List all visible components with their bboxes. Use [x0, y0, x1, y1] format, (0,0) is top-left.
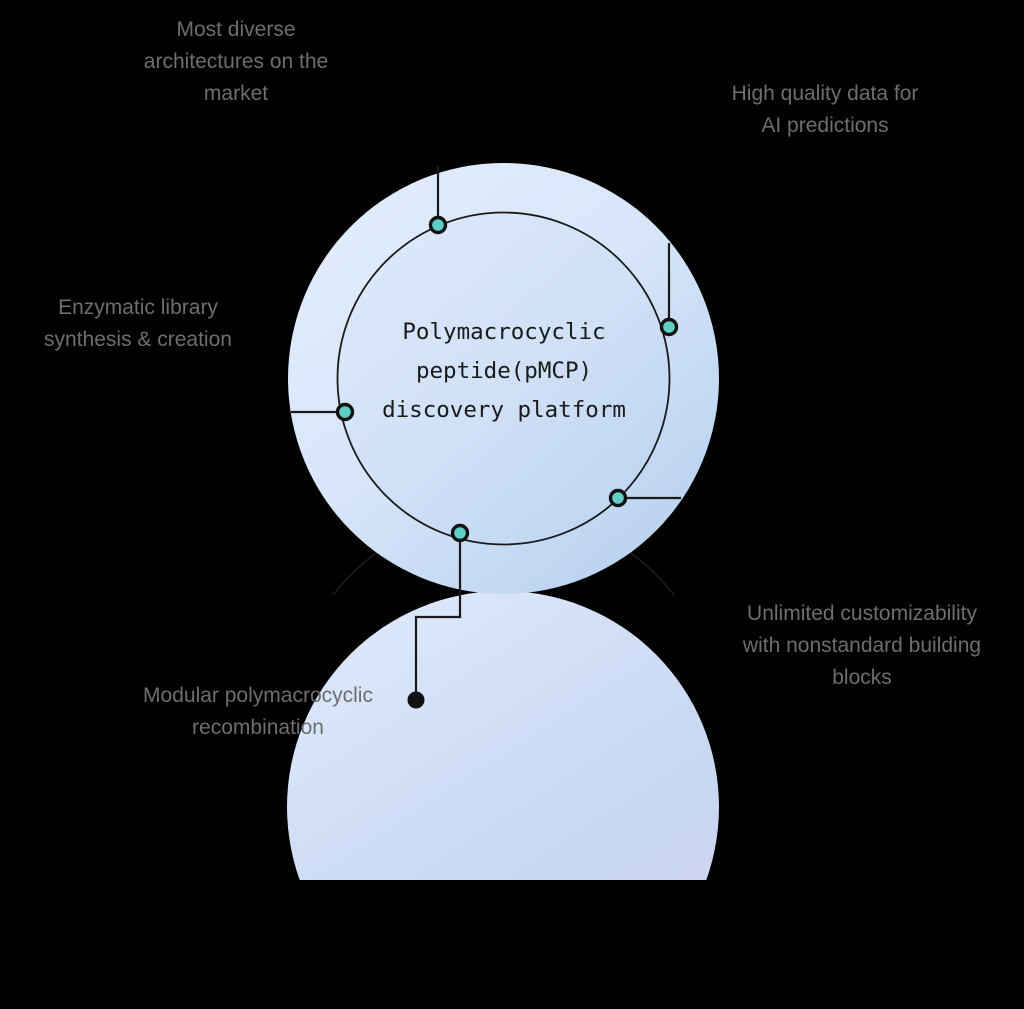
callout-modular-polymacrocyclic-recombination: Modular polymacrocyclic recombination	[143, 684, 373, 739]
callout-unlimited-customizability: Unlimited customizability with nonstanda…	[742, 602, 982, 689]
terminal-dot-modular-recombination	[407, 691, 425, 709]
connector-lines	[291, 166, 681, 700]
callout-enzymatic-library-synthesis: Enzymatic library synthesis & creation	[44, 296, 232, 351]
callout-most-diverse-architectures: Most diverse architectures on the market	[143, 18, 329, 105]
node-unlimited-customizability[interactable]	[608, 488, 628, 508]
node-high-quality-data[interactable]	[659, 317, 679, 337]
ring-nodes	[335, 215, 679, 543]
callout-high-quality-data: High quality data for AI predictions	[731, 82, 919, 137]
center-platform-label: Polymacrocyclic peptide(pMCP) discovery …	[382, 319, 626, 423]
node-enzymatic-library-synthesis[interactable]	[335, 402, 355, 422]
node-modular-recombination[interactable]	[450, 523, 470, 543]
inner-ring	[336, 211, 671, 546]
lower-sphere	[287, 591, 719, 880]
connector-modular-recombination	[414, 533, 462, 700]
node-most-diverse-architectures[interactable]	[428, 215, 448, 235]
